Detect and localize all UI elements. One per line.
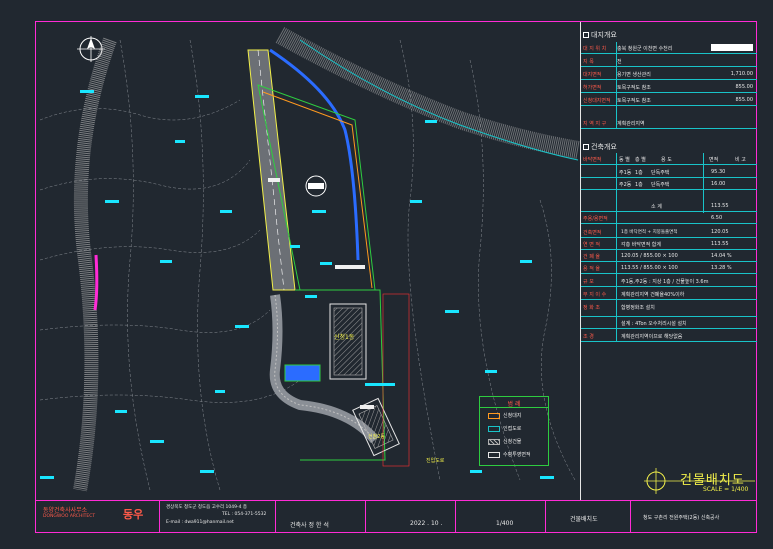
- legend-swatch: [488, 412, 500, 419]
- legend-item: 수평투영면적: [488, 451, 531, 458]
- legend-box: 범 례 신청대지 인접도로 신청건물 수평투영면적: [479, 396, 549, 466]
- address-cell: 경상북도 청도군 청도읍 고수리 1049-4 층 TEL : 054-371-…: [160, 500, 276, 533]
- building2-label: 신청2동: [368, 434, 385, 440]
- sheet-name-cell: 건물배치도: [546, 500, 631, 533]
- office-cell: 동양건축사사무소 DONGWOO ARCHITECT 동우: [35, 500, 160, 533]
- legend-item: 신청대지: [488, 412, 521, 419]
- north-arrow-icon: [77, 36, 105, 62]
- date-cell: 2022 . 10 .: [366, 500, 456, 533]
- drawing-frame: [35, 21, 757, 533]
- drawing-title: 건물배치도: [680, 473, 745, 488]
- legend-item: 인접도로: [488, 425, 521, 432]
- site-info-title: 대지개요: [583, 30, 617, 40]
- legend-item: 신청건물: [488, 438, 521, 445]
- drawing-scale: SCALE = 1/400: [703, 486, 749, 493]
- building-row: 설계 : 4Ton 오수처리시설 설치: [581, 317, 757, 329]
- redacted-block: [711, 44, 753, 51]
- building-info-title: 건축개요: [583, 142, 617, 152]
- survey-tags: [40, 90, 554, 479]
- title-block-border: [35, 500, 757, 501]
- legend-swatch: [488, 425, 500, 432]
- legend-title: 범 례: [480, 399, 548, 408]
- legend-swatch: [488, 451, 500, 458]
- brand-logo: 동우: [123, 508, 144, 521]
- road-label: 진입도로: [426, 458, 445, 464]
- project-cell: 청도 구촌리 전원주택(2동) 신축공사: [643, 515, 720, 521]
- designer-cell: 건축사 정 한 석: [276, 500, 366, 533]
- ratio-cell: 1/400: [456, 500, 546, 533]
- building1-label: 신청1동: [334, 334, 355, 341]
- legend-swatch: [488, 438, 500, 445]
- building-header-row: 바닥면적 동 별 층 별 용 도 면적 비 고: [581, 153, 757, 165]
